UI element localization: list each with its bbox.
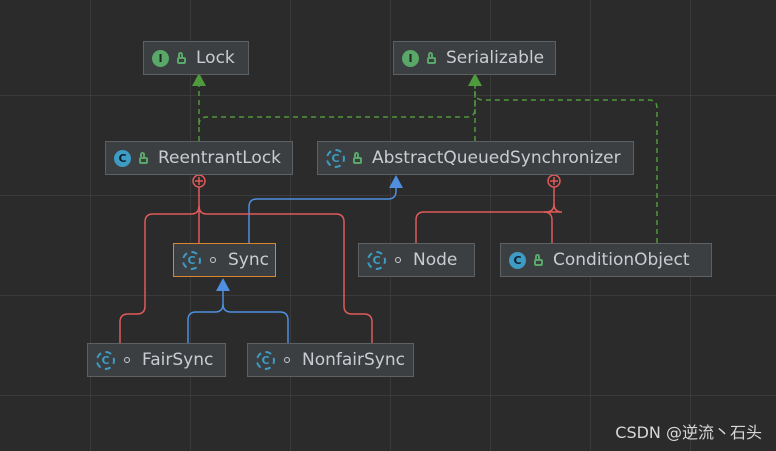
inner-marker-plus-reentrantlock [195,177,203,185]
public-lock-icon [174,52,188,64]
node-lock[interactable]: I Lock [143,41,249,75]
node-fairsync[interactable]: C FairSync [87,343,226,377]
edge-nonfairsync-inner-reentrantlock [198,205,373,343]
node-label: AbstractQueuedSynchronizer [372,148,621,168]
public-lock-icon [136,152,150,164]
node-label: ConditionObject [553,250,690,270]
node-label: FairSync [142,350,214,370]
edge-reentrantlock-implements-serializable [198,85,476,126]
edge-node-inner-aqs [415,187,555,243]
node-sync[interactable]: C Sync [173,243,276,277]
interface-icon: I [152,49,169,67]
node-nonfairsync[interactable]: C NonfairSync [247,343,414,377]
node-conditionobject[interactable]: C ConditionObject [500,243,712,277]
public-lock-icon [424,52,438,64]
node-label: Serializable [446,48,545,68]
arrow-implements-serializable [468,73,482,86]
edge-sync-extends-aqs [248,186,397,243]
arrow-extends-aqs [389,175,403,188]
package-private-icon [206,257,220,263]
abstract-class-icon: C [326,148,345,168]
interface-icon: I [402,49,419,67]
node-node[interactable]: C Node [358,243,475,277]
node-serializable[interactable]: I Serializable [393,41,556,75]
node-label: ReentrantLock [158,148,282,168]
node-label: Sync [228,250,269,270]
inner-marker-plus-aqs [550,177,558,185]
package-private-icon [391,257,405,263]
edge-fairsync-inner-reentrantlock [119,205,200,343]
public-lock-icon [350,152,364,164]
package-private-icon [280,357,294,363]
node-reentrantlock[interactable]: C ReentrantLock [105,141,293,175]
class-icon: C [114,149,131,167]
watermark: CSDN @逆流丶石头 [615,423,762,442]
package-private-icon [120,357,134,363]
edge-fairsync-extends-sync [187,290,224,343]
arrow-implements-lock [192,73,206,86]
class-icon: C [367,250,386,270]
node-label: Node [413,250,458,270]
edge-conditionobject-inner-aqs [543,203,563,243]
class-icon: C [96,350,115,370]
node-label: Lock [196,48,235,68]
edge-conditionobject-implements-serializable [474,91,658,243]
class-icon: C [256,350,275,370]
node-label: NonfairSync [302,350,405,370]
edge-nonfairsync-extends-sync [222,303,289,343]
abstract-class-icon: C [182,250,201,270]
public-lock-icon [531,254,545,266]
arrow-extends-sync [216,278,230,291]
node-aqs[interactable]: C AbstractQueuedSynchronizer [317,141,634,175]
class-icon: C [509,251,526,269]
